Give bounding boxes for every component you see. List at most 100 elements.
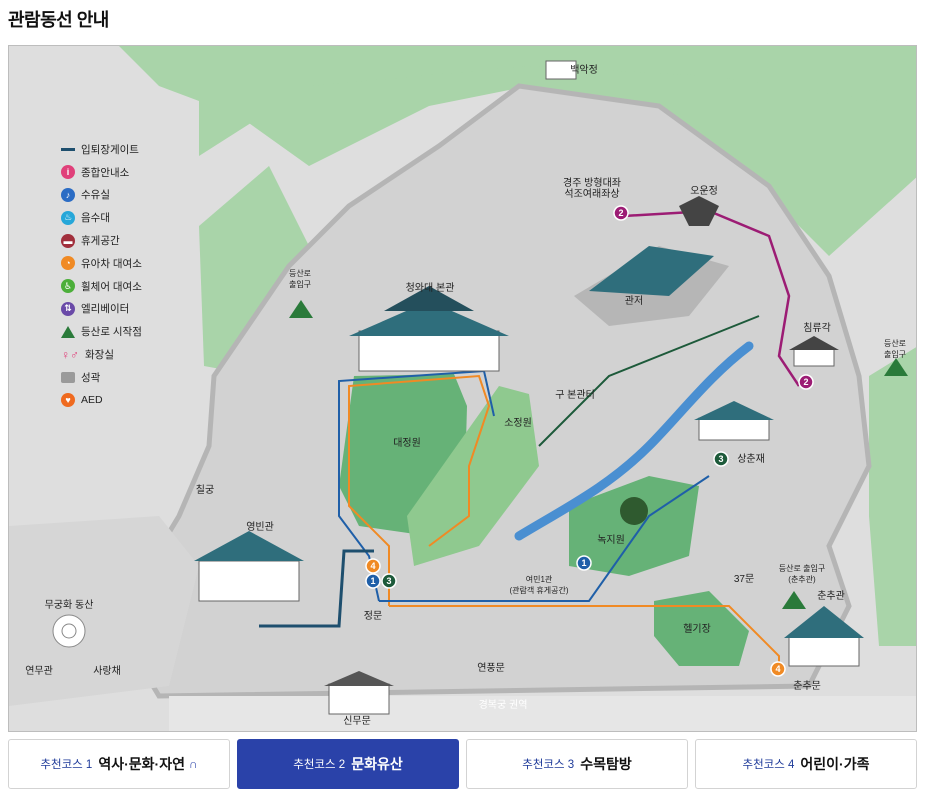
tab-number: 추천코스 2 <box>293 759 346 771</box>
route-marker-2: 2 <box>613 205 629 221</box>
stroller-icon: ◔ <box>61 256 75 271</box>
chunchugwan-building[interactable] <box>784 606 864 667</box>
main-hall-building[interactable] <box>349 286 509 372</box>
place-label-gyeongbok: 경복궁 권역 <box>479 698 528 711</box>
nokjiwon-tree <box>620 497 648 525</box>
nokjiwon-lawn <box>569 476 699 576</box>
place-label-oun: 오운정 <box>690 185 718 197</box>
place-label-chunchumun: 춘추문 <box>793 680 821 692</box>
legend-label: 성곽 <box>81 371 101 384</box>
place-label-old_hall: 구 본관터 <box>555 389 595 401</box>
place-label-baegakjeong: 백악정 <box>570 64 598 76</box>
svg-text:2: 2 <box>618 208 623 218</box>
place-label-chimnyu: 침류각 <box>803 322 831 334</box>
course3-route <box>538 315 760 447</box>
legend-item: ♨ 음수대 <box>61 206 142 229</box>
mugunghwa-garden <box>52 614 86 648</box>
tab-name: 문화유산 <box>351 756 403 772</box>
tab-number: 추천코스 1 <box>40 759 93 771</box>
legend-item: 성곽 <box>61 366 142 389</box>
legend-item: ♥ AED <box>61 389 142 412</box>
bottom-road <box>169 696 916 731</box>
wheelchair-icon: ♿ <box>61 279 75 294</box>
tab-name: 역사·문화·자연 <box>98 756 185 772</box>
course1-route-east <box>379 475 710 602</box>
place-label-yeonmu: 연무관 <box>25 665 53 677</box>
place-label-yeongbin: 영빈관 <box>246 521 274 533</box>
aed-icon: ♥ <box>61 393 75 408</box>
yeongbin-building[interactable] <box>194 531 304 602</box>
course4-route <box>348 374 491 606</box>
tab-number: 추천코스 3 <box>522 759 575 771</box>
place-label-sangchunjae: 상춘재 <box>737 453 765 465</box>
legend-label: 음수대 <box>81 212 110 225</box>
legend-item: ♿ 휠체어 대여소 <box>61 275 142 298</box>
gate-line <box>259 549 374 628</box>
legend-item: 등산로 시작점 <box>61 320 142 343</box>
tab-course-2[interactable]: 추천코스 2 문화유산 <box>237 739 459 789</box>
gate-line-icon <box>61 147 75 151</box>
legend-item: ⇅엘리베이터 <box>61 298 142 321</box>
forest-west <box>199 166 309 376</box>
tab-name: 어린이·가족 <box>800 756 870 772</box>
tab-course-4[interactable]: 추천코스 4 어린이·가족 <box>695 739 917 789</box>
route-marker-3: 3 <box>713 451 729 467</box>
stream <box>514 341 754 541</box>
route-marker-4: 4 <box>365 558 381 574</box>
legend-item: ◔ 유아차 대여소 <box>61 252 142 275</box>
info-icon: i <box>61 165 75 180</box>
legend-item: ♪수유실 <box>61 184 142 207</box>
place-label-chunchugwan: 춘추관 <box>817 590 845 602</box>
route-marker-4: 4 <box>770 661 786 677</box>
place-label-yeomin1: 여민1관(관람객 휴게공간) <box>509 574 568 595</box>
water-fountain-icon: ♨ <box>61 210 75 225</box>
place-label-yeonpung: 연풍문 <box>477 662 505 674</box>
residence-building[interactable] <box>574 246 729 326</box>
rest-area-icon: ▬ <box>61 233 75 248</box>
place-label-jeongmun: 정문 <box>364 610 382 622</box>
heliport-lawn <box>654 591 749 666</box>
sangchunjae-building[interactable] <box>694 401 774 441</box>
legend-label: 유아차 대여소 <box>81 257 142 270</box>
baegakjeong-building[interactable] <box>545 60 577 80</box>
place-label-main_hall: 청와대 본관 <box>406 282 455 294</box>
trailhead-icon-west <box>289 300 313 318</box>
place-label-heliport: 헬기장 <box>683 623 711 635</box>
forest-top <box>199 46 916 156</box>
legend-label: 휴게공간 <box>81 235 120 248</box>
legend-label: 엘리베이터 <box>81 303 130 316</box>
place-label-chilgung: 칠궁 <box>196 484 214 496</box>
place-label-daejeongwon: 대정원 <box>393 437 421 449</box>
sinmu-gate[interactable] <box>324 671 394 715</box>
place-label-sarangchae: 사랑채 <box>93 665 121 677</box>
legend-label: 등산로 시작점 <box>81 326 142 339</box>
place-label-sinmu: 신무문 <box>343 715 371 727</box>
svg-text:1: 1 <box>581 558 586 568</box>
svg-text:3: 3 <box>718 454 723 464</box>
legend-label: 휠체어 대여소 <box>81 280 142 293</box>
legend-label: AED <box>81 394 103 407</box>
place-label-trail_gate: 등산로 출입구(춘추관) <box>779 563 825 584</box>
trailhead-icon-chunchu <box>782 591 806 609</box>
chimnyugak-building[interactable] <box>789 336 839 367</box>
tab-number: 추천코스 4 <box>742 759 795 771</box>
svg-text:4: 4 <box>370 561 375 571</box>
svg-text:2: 2 <box>803 377 808 387</box>
place-label-gate37: 37문 <box>734 573 754 585</box>
svg-text:4: 4 <box>775 664 780 674</box>
svg-text:3: 3 <box>386 576 391 586</box>
route-markers: 1 1 2 2 3 3 4 4 <box>365 205 814 677</box>
place-label-mugunghwa: 무궁화 동산 <box>45 599 94 611</box>
ounjeong-building[interactable] <box>679 196 719 226</box>
svg-text:1: 1 <box>370 576 375 586</box>
legend-item: ♀♂화장실 <box>61 343 142 366</box>
trailhead-icon <box>61 325 75 338</box>
route-marker-1: 1 <box>365 573 381 589</box>
